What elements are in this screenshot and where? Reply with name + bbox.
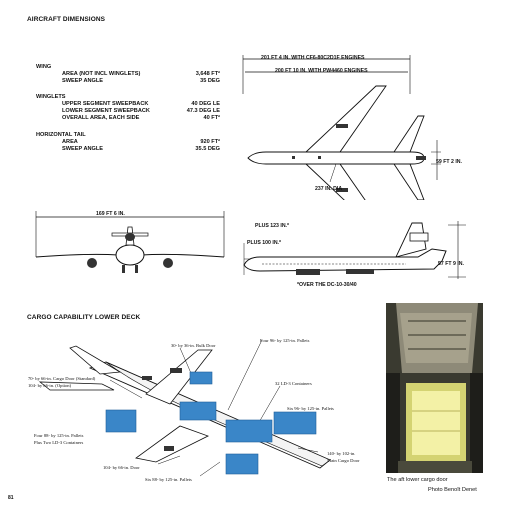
winglets-heading: WINGLETS — [36, 94, 66, 100]
span-cf6-dimension: 201 FT 4 IN. WITH CF6-80C2D1F ENGINES — [261, 55, 365, 61]
section-title-cargo: CARGO CAPABILITY LOWER DECK — [27, 314, 141, 321]
spec-value: 35.5 DEG — [195, 146, 220, 152]
front-span-dimension: 169 FT 6 IN. — [96, 211, 125, 217]
plus-123-dimension: PLUS 123 IN.* — [255, 223, 290, 229]
spec-value: 40 FT² — [203, 115, 220, 121]
four-96-pallets-label: Four 96- by 125-in. Pallets — [260, 338, 310, 343]
four-88-pallets-label: Four 88- by 125-in. Pallets — [34, 433, 84, 438]
page-number: 81 — [8, 495, 14, 501]
spec-value: 3,648 FT² — [195, 71, 220, 77]
photo-caption: The aft lower cargo door — [387, 477, 448, 483]
aircraft-side-view — [243, 221, 466, 279]
plus-100-dimension: PLUS 100 IN.* — [247, 240, 282, 246]
height-side-dimension: 57 FT 9 IN. — [438, 261, 464, 267]
spec-label: AREA — [62, 139, 78, 145]
spec-label: UPPER SEGMENT SWEEPBACK — [62, 101, 149, 107]
aircraft-front-view — [35, 211, 225, 273]
six-88-pallets-label: Six 88- by 125-in. Pallets — [145, 477, 192, 482]
spec-label: AREA (NOT INCL WINGLETS) — [62, 71, 141, 77]
aircraft-top-view — [242, 55, 441, 200]
spec-label: SWEEP ANGLE — [62, 146, 104, 152]
wing-heading: WING — [36, 64, 52, 70]
door-104-label: 104- by 66-in. Door — [103, 465, 140, 470]
main-cargo-door-label-2: Main Cargo Door — [327, 458, 360, 463]
height-top-dimension: 59 FT 2 IN. — [436, 159, 462, 165]
spec-label: SWEEP ANGLE — [62, 78, 104, 84]
six-96-pallets-label: Six 96- by 125-in. Pallets — [287, 406, 334, 411]
htail-heading: HORIZONTAL TAIL — [36, 132, 86, 138]
spec-value: 40 DEG LE — [191, 101, 220, 107]
span-pw-dimension: 200 FT 10 IN. WITH PW4460 ENGINES — [275, 68, 368, 74]
cargo-door-photo-image — [386, 303, 483, 473]
cargo-door-option-label: 104- by 66-in. (Option) — [28, 383, 72, 388]
spec-label: LOWER SEGMENT SWEEPBACK — [62, 108, 150, 114]
main-cargo-door-label-1: 140- by 102-in. — [327, 451, 356, 456]
spec-table: WING AREA (NOT INCL WINGLETS) 3,648 FT² … — [36, 64, 226, 164]
ld3-containers-label: 32 LD-3 Containers — [275, 381, 312, 386]
cargo-door-photo — [386, 303, 483, 473]
dc10-footnote: *OVER THE DC-10-30/40 — [297, 282, 357, 288]
spec-label: OVERALL AREA, EACH SIDE — [62, 115, 140, 121]
two-ld3-label: Plus Two LD-3 Containers — [34, 440, 84, 445]
diameter-dimension: 237 IN. DIA — [315, 186, 343, 192]
cargo-diagram — [38, 339, 331, 477]
spec-value: 47.3 DEG LE — [186, 108, 220, 114]
section-title-aircraft-dimensions: AIRCRAFT DIMENSIONS — [27, 16, 106, 23]
bulk-door-label: 30- by 36-in. Bulk Door — [171, 343, 216, 348]
spec-value: 920 FT² — [200, 139, 220, 145]
photo-credit: Photo Benoît Denet — [428, 487, 477, 493]
cargo-door-label: 70- by 66-in. Cargo Door (Standard) — [28, 376, 96, 381]
spec-value: 35 DEG — [200, 78, 220, 84]
